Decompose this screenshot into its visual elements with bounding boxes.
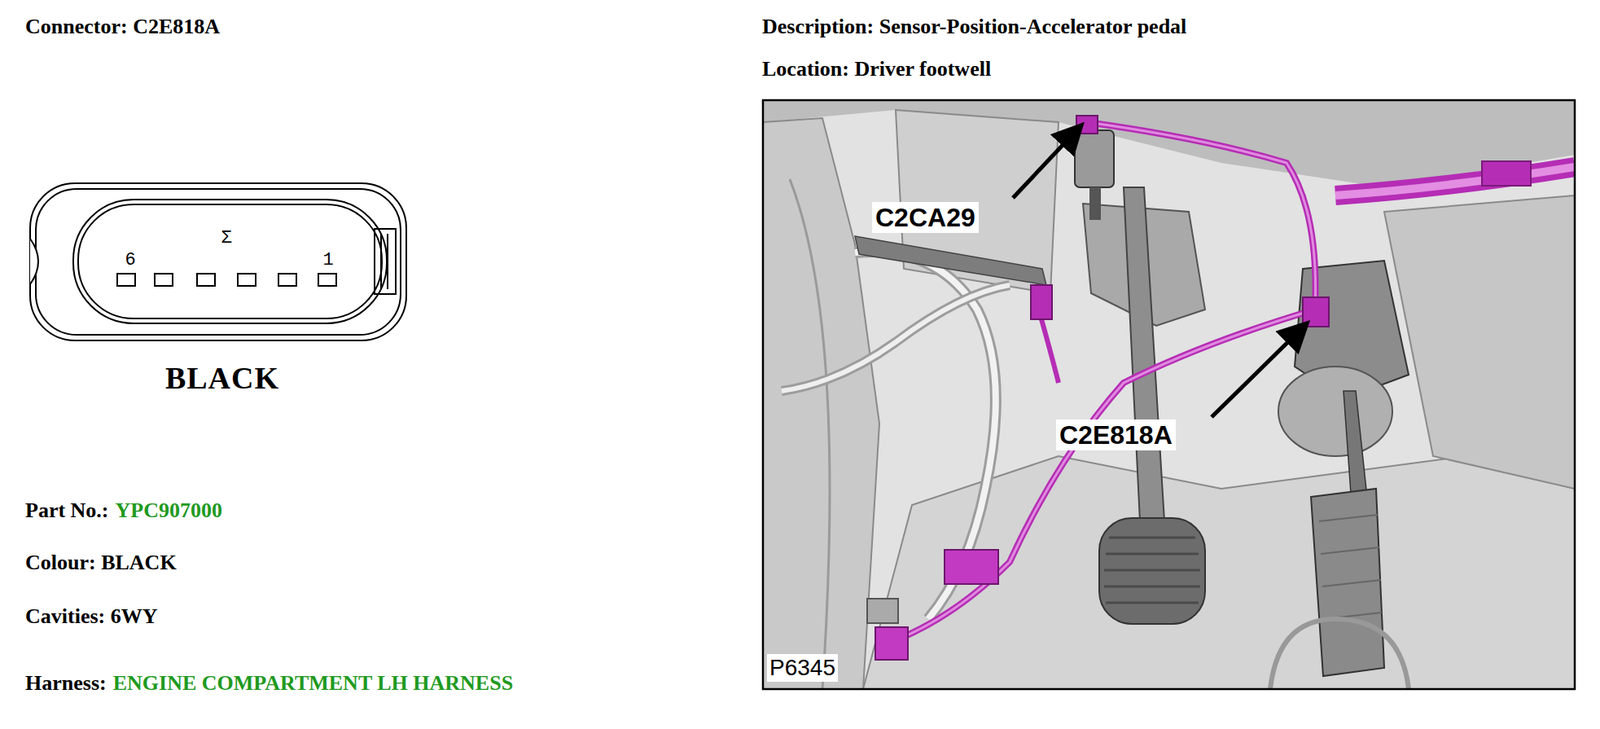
pin-number: 1	[322, 249, 334, 272]
connector-id: Connector: C2E818A	[25, 13, 220, 40]
connector-outline	[28, 181, 414, 342]
leader-arrow	[1012, 127, 1079, 198]
location-field: Location: Driver footwell	[762, 56, 991, 82]
pin-number: 6	[124, 249, 136, 272]
colour-field: Colour: BLACK	[25, 549, 177, 575]
field-name: Harness:	[25, 670, 107, 696]
illustration-frame	[762, 100, 1575, 689]
polarity-symbol: Σ	[220, 227, 232, 250]
harness-name: ENGINE COMPARTMENT LH HARNESS	[113, 670, 513, 696]
connector-face: Σ 6 1	[28, 181, 414, 342]
description-field: Description: Sensor-Position-Accelerator…	[762, 13, 1187, 40]
leader-arrow	[1211, 325, 1305, 417]
part-number: YPC907000	[115, 497, 223, 523]
illustration-body	[762, 100, 1575, 689]
cavities-field: Cavities: 6WY	[25, 603, 158, 629]
callout-label: C2CA29	[872, 201, 979, 233]
colour-label: BLACK	[165, 359, 280, 398]
figure-number: P6345	[767, 653, 838, 682]
field-name: Part No.:	[25, 497, 110, 523]
callout-label: C2E818A	[1056, 419, 1176, 451]
